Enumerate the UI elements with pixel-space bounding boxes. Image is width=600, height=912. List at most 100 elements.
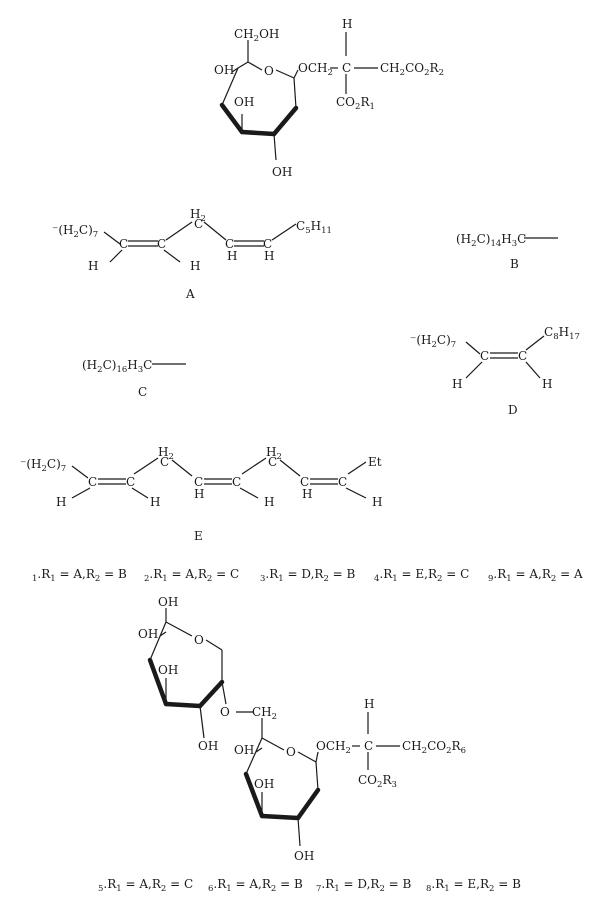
ring-bold-bond xyxy=(243,771,265,819)
h-bond xyxy=(131,487,149,499)
ring-oxygen-label: O xyxy=(264,64,274,78)
h-bond xyxy=(109,249,123,263)
h-label: H xyxy=(264,249,274,263)
oh-label: OH xyxy=(272,165,292,179)
group-label-d: D xyxy=(508,403,518,417)
c8h17-label: C8H17 xyxy=(544,325,580,342)
h-label: H xyxy=(372,495,382,509)
carbon-label: C xyxy=(518,349,527,363)
compound-definition: 6.R1 = A,R2 = B xyxy=(208,877,303,894)
group-d-structure: ⁻(H2C)7 C C C8H17 H H D xyxy=(410,325,580,417)
ring-oxygen-label: O xyxy=(286,745,296,759)
o-bond xyxy=(315,751,319,763)
compound-definition: 1.R1 = A,R2 = B xyxy=(32,567,127,584)
chain-bond xyxy=(271,223,297,241)
oh-label: OH xyxy=(158,595,178,609)
h-bond xyxy=(465,361,483,379)
oh-label: OH xyxy=(254,777,274,791)
co2r3-label: CO2R3 xyxy=(358,773,397,790)
ring-bold-bond xyxy=(163,701,203,709)
h-label: H xyxy=(56,495,66,509)
h-label: H xyxy=(542,377,552,391)
h-label: H xyxy=(452,377,462,391)
top-galactose-structure: CH2OH OH O OH OH OCH2 H C CH2CO2R2 CO2R1 xyxy=(214,17,444,179)
oh-bond xyxy=(255,747,263,753)
chain-bond xyxy=(133,457,159,475)
compound-definitions-row-2: 5.R1 = A,R2 = C 6.R1 = A,R2 = B 7.R1 = D… xyxy=(98,877,521,894)
carbon-label: C xyxy=(338,475,347,489)
chain-bond xyxy=(279,459,301,477)
ring-bond xyxy=(205,639,223,651)
carbon-label: C xyxy=(88,475,97,489)
h2-label: H2 xyxy=(190,207,206,224)
h2-label: H2 xyxy=(266,445,282,462)
compound-definition: 2.R1 = A,R2 = C xyxy=(144,567,239,584)
ring-bond xyxy=(237,61,249,69)
ring-bond xyxy=(261,737,285,751)
ch2co2r2-label: CH2CO2R2 xyxy=(380,61,444,78)
ethyl-label: Et xyxy=(368,455,382,469)
group-c-structure: (H2C)16H3C C xyxy=(82,358,186,399)
h-label: H xyxy=(342,17,352,31)
group-b-structure: (H2C)14H3C B xyxy=(456,232,558,271)
chain-label: ⁻(H2C)7 xyxy=(20,457,66,474)
oh-label: OH xyxy=(294,849,314,863)
compound-definition: 3.R1 = D,R2 = B xyxy=(260,567,356,584)
group-b-formula: (H2C)14H3C xyxy=(456,232,526,249)
group-label-a: A xyxy=(185,287,195,301)
ring-bold-bond xyxy=(147,657,169,707)
c-label: C xyxy=(342,61,351,75)
c5h11-label: C5H11 xyxy=(296,219,332,236)
c-label: C xyxy=(364,739,373,753)
carbon-label: C xyxy=(225,237,234,251)
ring-bold-bond xyxy=(219,102,245,135)
ring-bond xyxy=(247,61,263,71)
carbon-label: C xyxy=(157,237,166,251)
h-bond xyxy=(345,487,367,499)
o-bond xyxy=(293,69,299,79)
carbon-label: C xyxy=(194,217,203,231)
carbon-label: C xyxy=(263,237,272,251)
group-label-c: C xyxy=(138,385,147,399)
carbon-label: C xyxy=(119,237,128,251)
carbon-label: C xyxy=(126,475,135,489)
h-bond xyxy=(525,361,541,379)
group-c-formula: (H2C)16H3C xyxy=(82,358,152,375)
h-bond xyxy=(163,249,181,263)
h-label: H xyxy=(227,249,237,263)
h-label: H xyxy=(364,697,374,711)
ring-oxygen-label: O xyxy=(194,633,204,647)
och2-label: OCH2 xyxy=(298,61,333,78)
carbon-label: C xyxy=(268,455,277,469)
chain-bond xyxy=(71,465,89,479)
ring-bond xyxy=(275,69,295,79)
ring-bond xyxy=(165,621,193,637)
carbon-label: C xyxy=(480,349,489,363)
compound-definition: 7.R1 = D,R2 = B xyxy=(316,877,412,894)
ring-bold-bond xyxy=(295,787,321,821)
carbon-label: C xyxy=(160,455,169,469)
chain-bond xyxy=(465,341,481,355)
oh-bond xyxy=(231,67,239,73)
link-bond xyxy=(221,681,227,705)
ring-bond xyxy=(315,761,319,791)
chain-bond xyxy=(241,457,267,475)
chain-bond xyxy=(525,335,545,351)
compound-definition: 9.R1 = A,R2 = A xyxy=(488,567,583,584)
oh-label: OH xyxy=(234,95,254,109)
h-label: H xyxy=(264,495,274,509)
oh-label: OH xyxy=(158,663,178,677)
h-label: H xyxy=(150,495,160,509)
group-e-structure: ⁻(H2C)7 C C H2 C C C H2 C C C Et H H H H… xyxy=(20,445,382,543)
oh-bond xyxy=(199,705,205,739)
bottom-disaccharide-structure: OH OH O OH OH O CH2 OH O OH OH OCH2 H C … xyxy=(138,595,466,863)
och2-label: OCH2 xyxy=(316,739,351,756)
oh-bond xyxy=(297,817,301,847)
h-bond xyxy=(239,487,259,499)
compound-definition: 4.R1 = E,R2 = C xyxy=(374,567,469,584)
carbon-label: C xyxy=(300,475,309,489)
chain-bond xyxy=(203,221,227,241)
chain-bond xyxy=(103,231,121,245)
